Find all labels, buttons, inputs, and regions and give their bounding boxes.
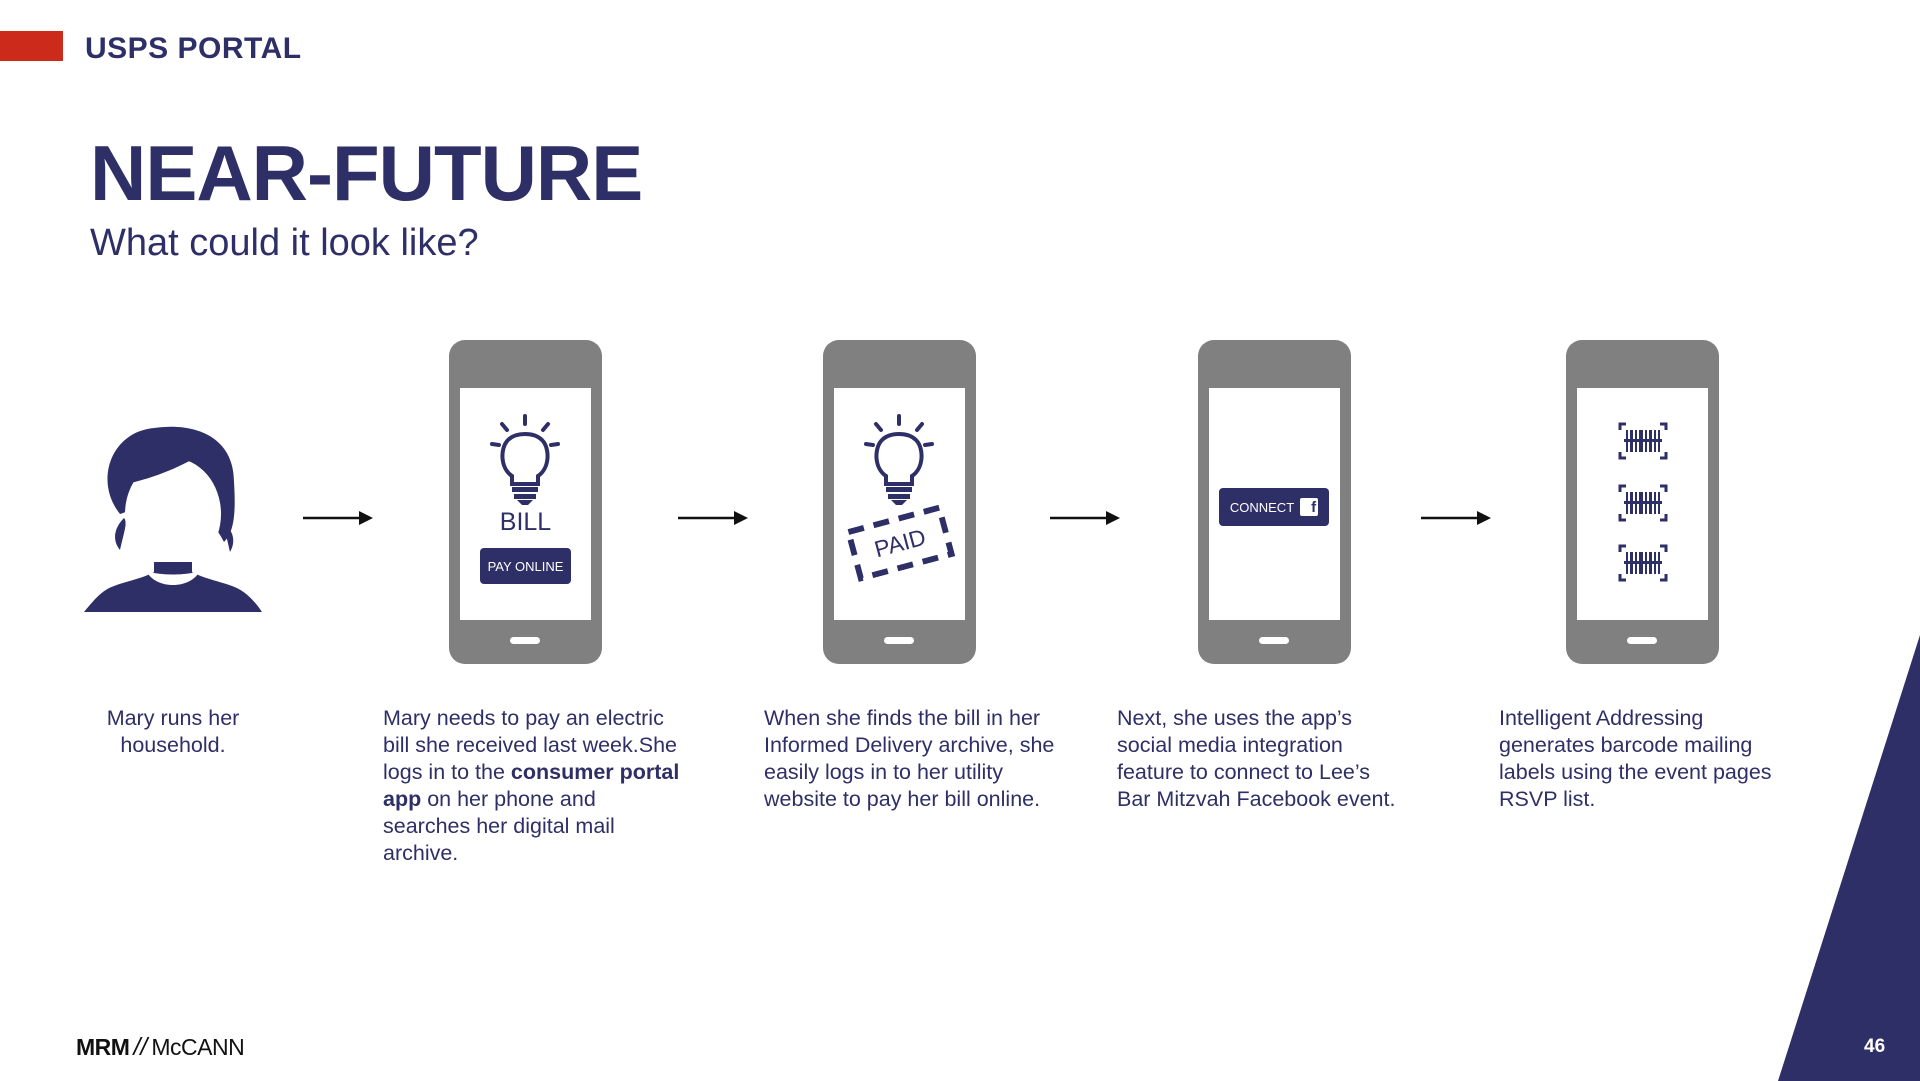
lightbulb-icon (490, 414, 560, 505)
barcode-icon (1618, 484, 1668, 522)
stamp-border-icon (844, 503, 956, 583)
arrow-right-icon (303, 511, 373, 525)
phone-connect: CONNECT f (1198, 340, 1351, 664)
home-button (1627, 637, 1657, 644)
caption-step-5: Intelligent Addressing generates barcode… (1499, 706, 1772, 811)
header-brand: USPS PORTAL (85, 32, 302, 65)
arrow-right-icon (1421, 511, 1491, 525)
connect-label: CONNECT (1229, 499, 1295, 515)
bill-label: BILL (499, 508, 552, 536)
pay-online-button[interactable]: PAY ONLINE (480, 548, 571, 584)
phone-screen: CONNECT f (1209, 388, 1340, 620)
barcode-icon (1618, 422, 1668, 460)
corner-triangle-decoration (1778, 635, 1920, 1081)
phone-bill: BILL PAY ONLINE (449, 340, 602, 664)
caption-emphasis: consumer portal app (383, 760, 680, 811)
home-button (884, 637, 914, 644)
header-accent-bar (0, 31, 63, 61)
phone-screen: BILL PAY ONLINE (460, 388, 591, 620)
paid-label: PAID (871, 523, 929, 562)
arrow-right-icon (1050, 511, 1120, 525)
connect-facebook-button[interactable]: CONNECT f (1219, 488, 1329, 526)
person-icon (84, 426, 262, 612)
slide-title: NEAR-FUTURE (90, 129, 643, 217)
barcode-icon (1618, 544, 1668, 582)
phone-barcodes (1566, 340, 1719, 664)
facebook-icon: f (1300, 498, 1319, 516)
phone-paid: PAID (823, 340, 976, 664)
caption-step-3: When she finds the bill in her Informed … (764, 706, 1055, 811)
logo-mccann: McCANN (151, 1033, 245, 1060)
page-number: 46 (1864, 1036, 1886, 1057)
lightbulb-icon (864, 414, 934, 505)
caption-step-1: Mary runs her household. (106, 706, 240, 757)
slide-subtitle: What could it look like? (90, 222, 479, 264)
paid-stamp: PAID (844, 503, 956, 583)
mrm-mccann-logo: MRM // McCANN (76, 1032, 245, 1061)
caption-text: Mary needs to pay an electric bill she r… (383, 706, 677, 784)
caption-text: on her phone and searches her digital ma… (383, 787, 615, 865)
caption-step-2: Mary needs to pay an electric bill she r… (383, 705, 683, 867)
caption-step-4: Next, she uses the app’s social media in… (1117, 706, 1396, 811)
home-button (510, 637, 540, 644)
arrow-right-icon (678, 511, 748, 525)
logo-mrm: MRM (76, 1033, 130, 1060)
phone-screen (1577, 388, 1708, 620)
logo-separator: // (133, 1032, 148, 1061)
phone-screen: PAID (834, 388, 965, 620)
home-button (1259, 637, 1289, 644)
